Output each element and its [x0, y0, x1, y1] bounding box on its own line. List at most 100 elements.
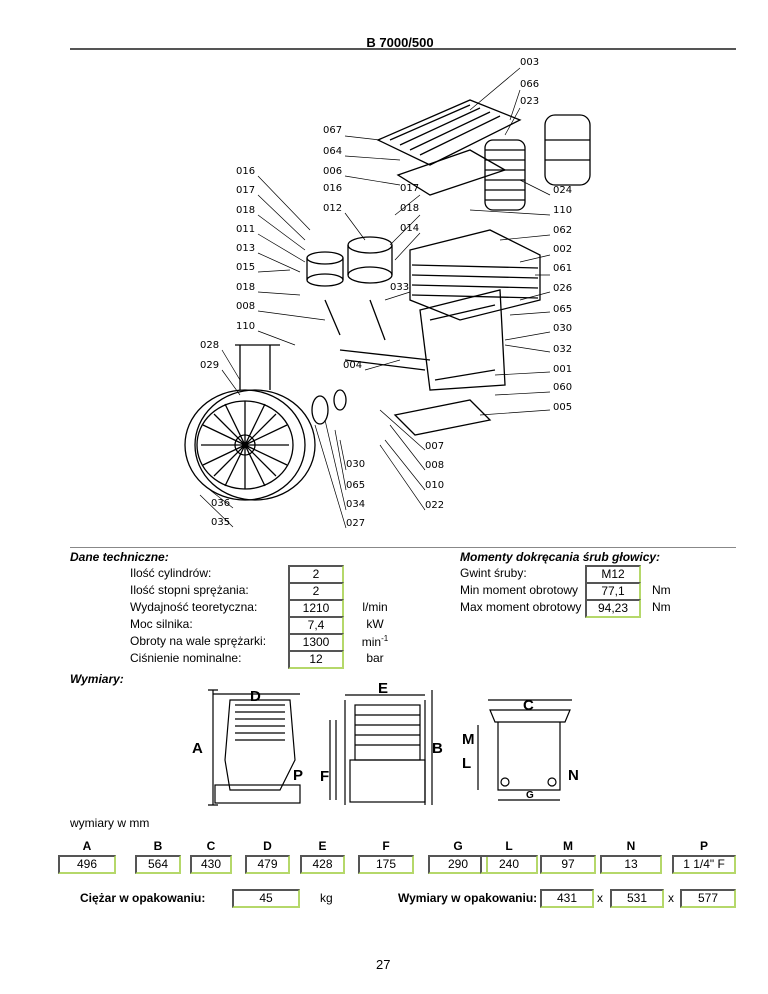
part-number-label: 061 [553, 263, 573, 274]
part-number-label: 064 [323, 146, 343, 157]
flywheel-drawing [184, 344, 347, 501]
package-size-label: Wymiary w opakowaniu: [398, 891, 538, 905]
dimension-header: N [626, 839, 636, 853]
part-number-label: 035 [211, 517, 231, 528]
unit-superscript: -1 [381, 634, 389, 643]
unit-text: kW [366, 617, 384, 631]
part-number-label: 026 [553, 283, 573, 294]
dimension-value: 564 [135, 855, 181, 874]
dimension-letter: D [250, 688, 261, 705]
part-number-label: 066 [520, 79, 540, 90]
dimension-value: 430 [190, 855, 232, 874]
dimension-header: A [82, 839, 92, 853]
package-size-1: 431 [540, 889, 594, 908]
part-number-label: 016 [323, 183, 343, 194]
unit-text: l/min [362, 600, 388, 614]
dimension-letter: A [192, 740, 203, 757]
dimension-header: D [263, 839, 272, 853]
part-number-label: 016 [236, 166, 256, 177]
part-number-label: 006 [323, 166, 343, 177]
dimension-value: 290 [428, 855, 488, 874]
torque-label: Max moment obrotowy [460, 600, 582, 614]
part-number-label: 022 [425, 500, 445, 511]
part-number-label: 018 [236, 282, 256, 293]
dimension-header: C [206, 839, 216, 853]
section-rule [70, 547, 736, 548]
part-number-label: 067 [323, 125, 343, 136]
exploded-view-diagram [184, 67, 591, 529]
part-number-label: 033 [390, 282, 410, 293]
base-plate-drawing [477, 699, 572, 801]
tech-label: Ciśnienie nominalne: [130, 651, 242, 665]
part-number-label: 003 [520, 57, 540, 68]
unit-text: bar [366, 651, 384, 665]
tech-label: Moc silnika: [130, 617, 193, 631]
part-number-label: 065 [553, 304, 573, 315]
weight-value: 45 [232, 889, 300, 908]
dimension-header: B [153, 839, 163, 853]
leader-lines [199, 67, 551, 529]
dimension-letter: F [320, 768, 330, 785]
part-number-label: 014 [400, 223, 420, 234]
torque-label: Gwint śruby: [460, 566, 527, 580]
compressor-head-drawing [306, 99, 591, 436]
dimension-value: 428 [300, 855, 345, 874]
part-number-label: 062 [553, 225, 573, 236]
package-size-2: 531 [610, 889, 664, 908]
part-number-label: 007 [425, 441, 445, 452]
title-rule [70, 48, 736, 50]
dimension-letter: P [293, 767, 304, 784]
part-number-label: 012 [323, 203, 343, 214]
page-title: B 7000/500 [366, 35, 434, 50]
dimension-value: 13 [600, 855, 662, 874]
part-number-label: 060 [553, 382, 573, 393]
part-number-label: 001 [553, 364, 573, 375]
tech-unit: kW [360, 617, 390, 631]
dimension-header: M [563, 839, 573, 853]
tech-label: Ilość stopni sprężania: [130, 583, 249, 597]
part-number-label: 030 [553, 323, 573, 334]
front-view-drawing [329, 690, 433, 805]
torque-label: Min moment obrotowy [460, 583, 579, 597]
dimension-header: L [505, 839, 513, 853]
dims-heading: Wymiary: [70, 672, 124, 686]
part-number-label: 110 [236, 321, 256, 332]
part-number-label: 023 [520, 96, 540, 107]
dimension-letter: G [526, 790, 534, 801]
part-number-label: 065 [346, 480, 366, 491]
dimension-header: E [318, 839, 327, 853]
torque-unit: Nm [652, 583, 671, 597]
tech-label: Wydajność teoretyczna: [130, 600, 258, 614]
part-number-label: 030 [346, 459, 366, 470]
part-number-label: 005 [553, 402, 573, 413]
tech-heading: Dane techniczne: [70, 550, 169, 564]
part-number-label: 027 [346, 518, 366, 529]
part-number-label: 028 [200, 340, 220, 351]
dimension-value: 97 [540, 855, 596, 874]
dimension-value: 175 [358, 855, 414, 874]
dimension-letter: E [378, 680, 389, 697]
weight-label: Ciężar w opakowaniu: [80, 891, 206, 905]
package-size-3: 577 [680, 889, 736, 908]
tech-label: Ilość cylindrów: [130, 566, 212, 580]
part-number-label: 011 [236, 224, 256, 235]
part-number-label: 010 [425, 480, 445, 491]
size-separator: x [597, 891, 603, 905]
part-number-label: 110 [553, 205, 573, 216]
dimension-value: 496 [58, 855, 116, 874]
torque-value: 94,23 [585, 599, 641, 618]
part-number-label: 008 [236, 301, 256, 312]
part-number-label: 029 [200, 360, 220, 371]
part-number-label: 036 [211, 498, 231, 509]
dimension-letter: B [432, 740, 443, 757]
dimension-drawings [208, 689, 572, 806]
part-number-label: 034 [346, 499, 366, 510]
dimension-header: G [453, 839, 463, 853]
dimension-letter: C [523, 697, 534, 714]
unit-text: min [361, 635, 382, 649]
part-number-label: 017 [400, 183, 420, 194]
side-view-drawing [208, 689, 301, 806]
torque-heading: Momenty dokręcania śrub głowicy: [460, 550, 661, 564]
tech-unit: l/min [360, 600, 390, 614]
